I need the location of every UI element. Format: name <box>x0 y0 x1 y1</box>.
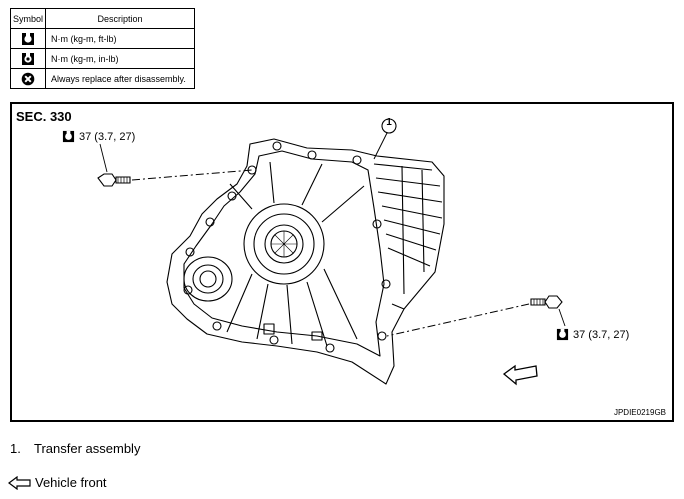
torque-inlb-icon <box>22 52 34 65</box>
torque-upper: 37 (3.7, 27) <box>62 130 135 143</box>
callout-1-circle <box>381 118 397 134</box>
upper-bolt <box>97 173 131 187</box>
torque-ftlb-icon <box>62 130 75 143</box>
vehicle-front-note: Vehicle front <box>8 475 107 490</box>
legend-header-symbol: Symbol <box>10 8 46 29</box>
symbol-legend-table: Symbol Description N·m (kg-m, ft-lb) N·m… <box>10 8 195 89</box>
legend-row: Always replace after disassembly. <box>10 68 195 89</box>
legend-symbol-cell <box>10 48 46 69</box>
torque-upper-value: 37 (3.7, 27) <box>79 130 136 143</box>
torque-ftlb-icon <box>556 328 569 341</box>
legend-symbol-cell <box>10 68 46 89</box>
vehicle-front-label: Vehicle front <box>35 475 107 490</box>
legend-row: N·m (kg-m, in-lb) <box>10 48 195 69</box>
always-replace-icon <box>21 72 35 85</box>
lower-bolt <box>530 295 563 309</box>
callout-1: 1 <box>386 117 392 128</box>
section-title: SEC. 330 <box>16 109 72 124</box>
legend-description: N·m (kg-m, in-lb) <box>45 48 195 69</box>
vehicle-front-arrow <box>502 364 538 386</box>
legend-header-description: Description <box>45 8 195 29</box>
legend-description: Always replace after disassembly. <box>45 68 195 89</box>
legend-symbol-cell <box>10 28 46 49</box>
parts-list-text: Transfer assembly <box>34 441 141 456</box>
torque-ftlb-icon <box>22 32 34 45</box>
exploded-view-figure: SEC. 330 1 37 (3.7, 27) 37 (3.7, 27) JPD… <box>10 102 674 422</box>
vehicle-front-arrow-icon <box>8 475 31 490</box>
parts-list-number: 1. <box>10 441 21 456</box>
figure-id: JPDIE0219GB <box>613 408 666 417</box>
legend-header-row: Symbol Description <box>10 8 195 29</box>
transfer-assembly-drawing <box>97 118 566 386</box>
legend-description: N·m (kg-m, ft-lb) <box>45 28 195 49</box>
torque-lower-value: 37 (3.7, 27) <box>573 328 630 341</box>
torque-lower: 37 (3.7, 27) <box>556 328 629 341</box>
legend-row: N·m (kg-m, ft-lb) <box>10 28 195 49</box>
parts-list-item: 1. Transfer assembly <box>10 441 140 456</box>
